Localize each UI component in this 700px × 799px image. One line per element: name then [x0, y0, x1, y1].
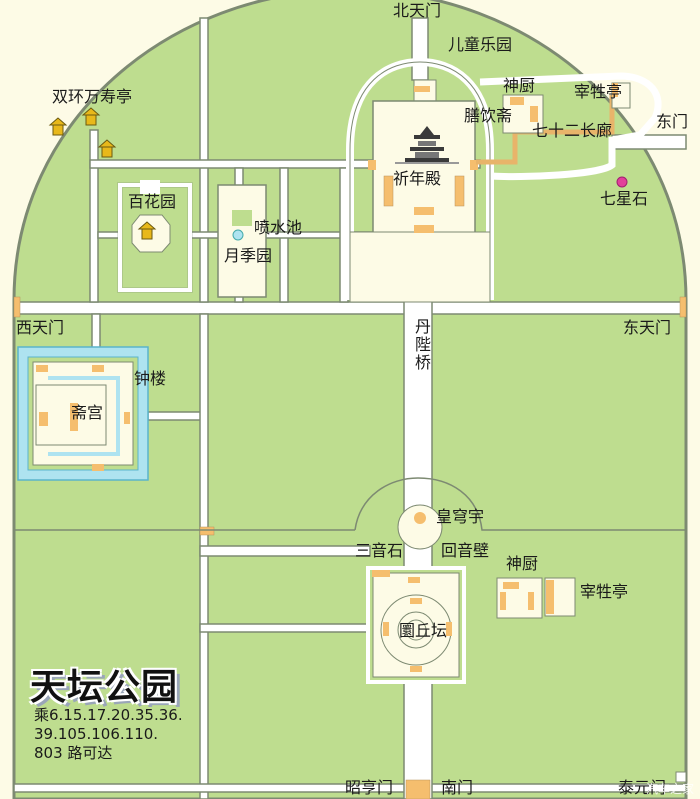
- fasting-palace-area: [17, 346, 149, 481]
- south-kitchen-complex: [496, 577, 576, 619]
- label-slaughter-pavilion-north: 宰牲亭: [574, 82, 623, 101]
- label-circular-mound: 圜丘坛: [399, 621, 448, 640]
- label-fountain: 喷水池: [254, 218, 303, 237]
- label-hundred-flower-garden: 百花园: [128, 192, 177, 211]
- label-seven-star-stone: 七星石: [600, 189, 649, 208]
- circular-mound-area: [366, 566, 466, 684]
- label-imperial-vault: 皇穹宇: [436, 507, 485, 526]
- bus-info-line: 乘6.15.17.20.35.36.: [34, 706, 183, 724]
- label-east-gate: 东门: [656, 112, 689, 131]
- seven-star-stone-marker: [616, 176, 628, 188]
- rose-garden-area: [217, 184, 267, 298]
- label-zhaoheng-gate: 昭亨门: [345, 778, 394, 797]
- label-west-heaven-gate: 西天门: [16, 318, 65, 337]
- label-prayer-hall: 祈年殿: [393, 169, 442, 188]
- label-bell-tower: 钟楼: [134, 369, 167, 388]
- bus-info: 乘6.15.17.20.35.36. 39.105.106.110. 803 路…: [34, 706, 214, 763]
- label-divine-kitchen-north: 神厨: [503, 76, 536, 95]
- label-double-ring-pavilion: 双环万寿亭: [52, 87, 133, 106]
- label-rose-garden: 月季园: [224, 246, 273, 265]
- bus-info-line: 39.105.106.110.: [34, 725, 159, 743]
- label-abstinence-hall: 膳饮斋: [464, 106, 513, 125]
- label-fasting-palace: 斋宫: [71, 403, 104, 422]
- label-south-gate: 南门: [441, 778, 474, 797]
- label-north-gate: 北天门: [393, 1, 442, 20]
- watermark: 汽车之家: [645, 782, 694, 796]
- map-title: 天坛公园: [30, 666, 179, 708]
- temple-of-heaven-icon: [395, 126, 459, 164]
- label-triple-sound-stone: 三音石: [355, 541, 404, 560]
- label-danbi-bridge: 丹陛桥: [414, 318, 432, 372]
- bus-info-line: 803 路可达: [34, 744, 113, 762]
- imperial-vault: [397, 504, 443, 550]
- label-kids-park: 儿童乐园: [448, 35, 513, 54]
- label-east-heaven-gate: 东天门: [623, 318, 672, 337]
- label-long-corridor: 七十二长廊: [532, 121, 613, 140]
- pavilion-icons: [48, 107, 157, 240]
- label-taiyuan-gate: 泰元门: [618, 778, 667, 797]
- hundred-flower-garden-area: [117, 180, 193, 293]
- label-slaughter-pavilion-south: 宰牲亭: [580, 582, 629, 601]
- label-echo-wall: 回音壁: [441, 541, 490, 560]
- label-divine-kitchen-south: 神厨: [506, 554, 539, 573]
- prayer-hall-complex: [349, 79, 491, 303]
- gates: [13, 296, 687, 799]
- label-danbi-bridge-text: 丹陛桥: [414, 317, 431, 372]
- north-kitchen-complex: [502, 82, 631, 134]
